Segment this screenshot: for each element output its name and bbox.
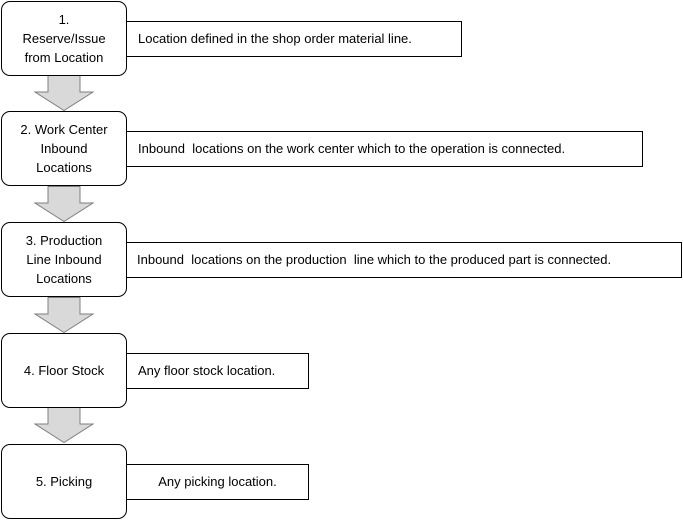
step-5-description: Any picking location.	[158, 474, 277, 489]
step-2-description: Inbound locations on the work center whi…	[138, 141, 566, 156]
step-5-description-box: Any picking location.	[126, 464, 309, 500]
step-2-label: 2. Work Center Inbound Locations	[20, 122, 108, 175]
step-3-description: Inbound locations on the production line…	[137, 252, 612, 267]
step-4-description-box: Any floor stock location.	[126, 353, 309, 389]
step-3-label: 3. Production Line Inbound Locations	[25, 233, 103, 286]
down-arrow-icon	[34, 407, 94, 443]
step-5-box: 5. Picking	[1, 444, 127, 519]
step-3-box: 3. Production Line Inbound Locations	[1, 222, 127, 297]
step-3-description-box: Inbound locations on the production line…	[126, 242, 682, 278]
step-4-box: 4. Floor Stock	[1, 333, 127, 408]
down-arrow-icon	[34, 186, 94, 222]
step-1-description-box: Location defined in the shop order mater…	[126, 21, 462, 57]
step-1-box: 1. Reserve/Issue from Location	[1, 1, 127, 76]
down-arrow-icon	[34, 297, 94, 333]
step-4-description: Any floor stock location.	[138, 363, 276, 378]
step-2-box: 2. Work Center Inbound Locations	[1, 111, 127, 186]
step-5-label: 5. Picking	[35, 474, 93, 489]
down-arrow-icon	[34, 75, 94, 111]
step-2-description-box: Inbound locations on the work center whi…	[126, 131, 643, 167]
step-1-description: Location defined in the shop order mater…	[138, 31, 412, 46]
step-1-label: 1. Reserve/Issue from Location	[22, 12, 106, 65]
step-4-label: 4. Floor Stock	[23, 363, 105, 378]
